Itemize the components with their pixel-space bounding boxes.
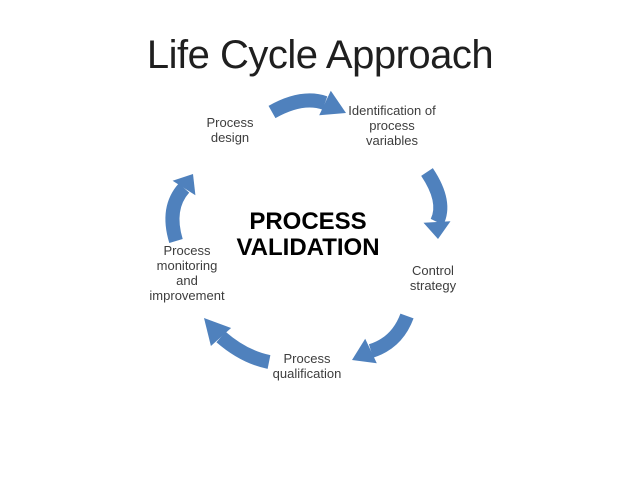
step-label-identification-of-process-variables: Identification of process variables bbox=[348, 103, 436, 148]
arrowhead-icon bbox=[319, 90, 346, 116]
step-label-process-design: Process design bbox=[206, 115, 254, 145]
arrowhead-icon bbox=[172, 174, 196, 196]
step-label-process-qualification: Process qualification bbox=[272, 351, 342, 381]
cycle-arrow-monitoring-to-design bbox=[165, 174, 196, 244]
arrowhead-icon bbox=[423, 221, 451, 239]
arrowhead-icon bbox=[204, 318, 232, 346]
arrowhead-icon bbox=[352, 338, 377, 364]
page-title: Life Cycle Approach bbox=[146, 33, 494, 77]
cycle-center-label: PROCESS VALIDATION bbox=[236, 208, 380, 261]
cycle-arrow-control-to-qualification bbox=[352, 313, 414, 364]
step-label-process-monitoring-and-improvement: Process monitoring and improvement bbox=[149, 243, 225, 303]
cycle-arrow-qualification-to-monitoring bbox=[204, 318, 271, 369]
cycle-arrow-design-to-identification bbox=[268, 90, 346, 119]
step-label-control-strategy: Control strategy bbox=[409, 263, 457, 293]
cycle-arrow-identification-to-control bbox=[421, 168, 451, 239]
